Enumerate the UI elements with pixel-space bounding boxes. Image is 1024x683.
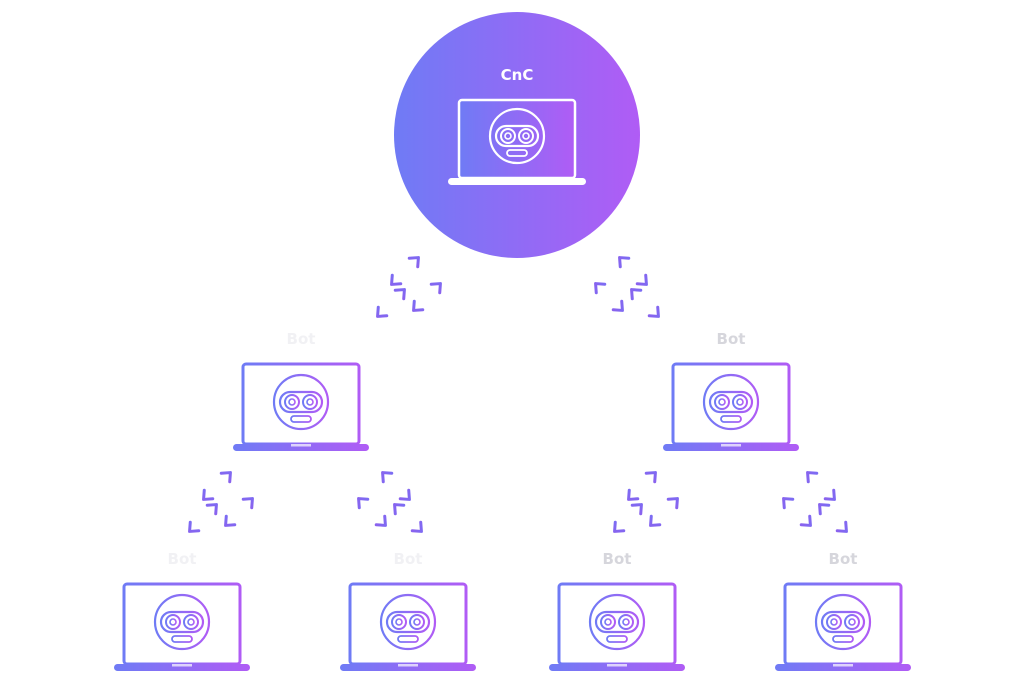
double-arrow-icon — [591, 253, 662, 320]
bot-label: Bot — [829, 550, 858, 568]
robot-laptop-icon — [340, 584, 476, 671]
bot-bottom-3: Bot — [549, 550, 685, 671]
bot-label: Bot — [168, 550, 197, 568]
link-midright-b4 — [779, 468, 850, 535]
link-cnc-right — [591, 253, 662, 320]
bot-bottom-2: Bot — [340, 550, 476, 671]
double-arrow-icon — [373, 253, 444, 320]
cnc-node: CnC — [394, 12, 640, 258]
robot-laptop-icon — [775, 584, 911, 671]
bot-label: Bot — [287, 330, 316, 348]
cnc-label: CnC — [501, 66, 534, 84]
bot-mid-right: Bot — [663, 330, 799, 451]
bot-label: Bot — [717, 330, 746, 348]
double-arrow-icon — [354, 468, 425, 535]
bot-mid-left: Bot — [233, 330, 369, 451]
robot-laptop-icon — [549, 584, 685, 671]
link-midleft-b1 — [185, 468, 256, 535]
link-midleft-b2 — [354, 468, 425, 535]
robot-laptop-icon — [663, 364, 799, 451]
double-arrow-icon — [779, 468, 850, 535]
robot-laptop-icon — [446, 98, 588, 187]
link-midright-b3 — [610, 468, 681, 535]
bot-bottom-4: Bot — [775, 550, 911, 671]
robot-laptop-icon — [114, 584, 250, 671]
link-cnc-left — [373, 253, 444, 320]
bot-label: Bot — [394, 550, 423, 568]
double-arrow-icon — [185, 468, 256, 535]
bot-label: Bot — [603, 550, 632, 568]
bot-bottom-1: Bot — [114, 550, 250, 671]
robot-laptop-icon — [233, 364, 369, 451]
double-arrow-icon — [610, 468, 681, 535]
